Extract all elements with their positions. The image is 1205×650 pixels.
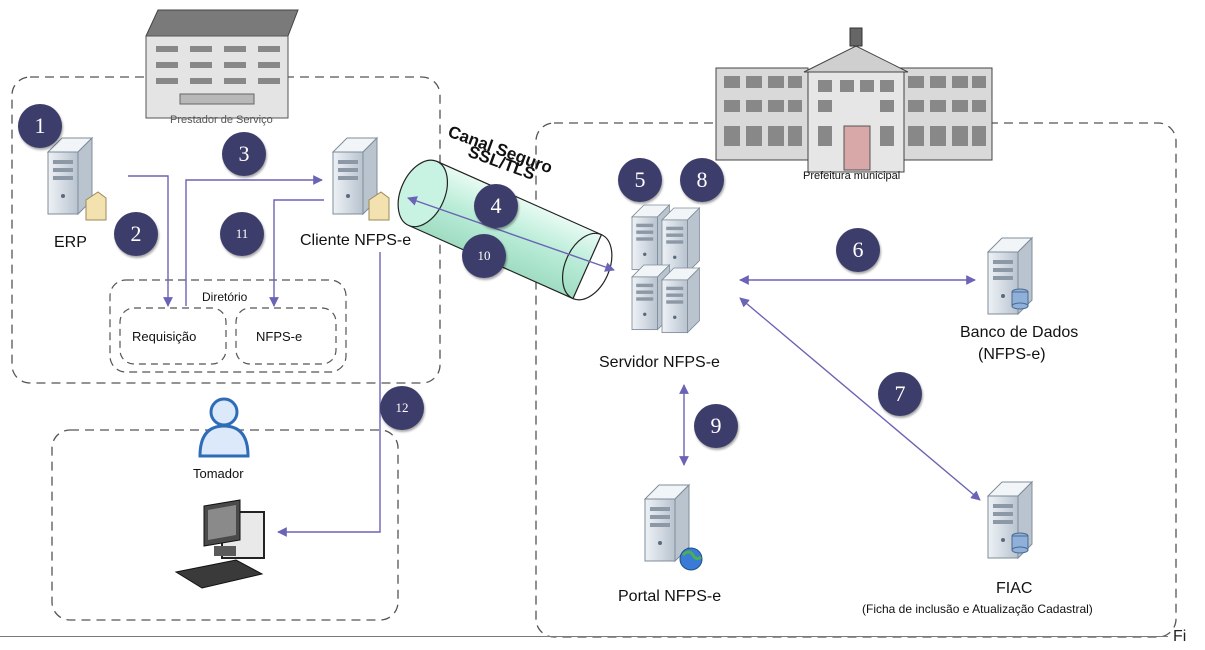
trailing-text: Fi — [1173, 628, 1187, 645]
erp-label: ERP — [54, 234, 87, 251]
bottom-divider — [0, 636, 1168, 637]
step-badge-1: 1 — [18, 104, 62, 148]
step-badge-7: 7 — [878, 372, 922, 416]
server-label: Servidor NFPS-e — [599, 354, 720, 371]
step-badge-9: 9 — [694, 404, 738, 448]
city-hall-building-icon — [715, 27, 993, 173]
step-badge-6: 6 — [836, 228, 880, 272]
portal-label: Portal NFPS-e — [618, 588, 722, 605]
database-label-line2: (NFPS-e) — [978, 346, 1046, 363]
portal-server-icon — [644, 484, 703, 571]
step-badge-11: 11 — [220, 212, 264, 256]
step-badge-5: 5 — [618, 158, 662, 202]
client-to-nfps-arrow — [269, 199, 324, 307]
fiac-server-icon — [987, 481, 1033, 559]
client-to-tomador-arrow — [277, 252, 381, 537]
secure-channel-tube — [397, 159, 613, 301]
step-badge-8: 8 — [680, 158, 724, 202]
client-label: Cliente NFPS-e — [300, 232, 412, 249]
requisicao-to-client-arrow — [185, 175, 323, 306]
tomador-person-icon — [198, 397, 250, 458]
erp-server-icon — [47, 137, 107, 221]
directory-region — [109, 279, 347, 373]
client-server-channel-arrow — [407, 196, 615, 272]
tomador-label: Tomador — [193, 466, 244, 481]
city-hall-label: Prefeitura municipal — [803, 170, 901, 182]
step-badge-12: 12 — [380, 386, 424, 430]
provider-building-icon — [145, 9, 299, 119]
requisicao-box — [119, 307, 227, 365]
fiac-sub-label: (Ficha de inclusão e Atualização Cadastr… — [862, 602, 1093, 616]
step-badge-2: 2 — [114, 212, 158, 256]
nfps-directory-label: NFPS-e — [256, 329, 303, 344]
step-badge-10: 10 — [462, 234, 506, 278]
step-badge-4: 4 — [474, 184, 518, 228]
step-badge-3: 3 — [222, 132, 266, 176]
erp-to-requisicao-arrow — [128, 175, 173, 307]
desktop-computer-icon — [174, 499, 265, 589]
nfps-box — [235, 307, 337, 365]
database-server-icon — [987, 237, 1033, 315]
main-server-icon — [631, 204, 700, 334]
database-label-line1: Banco de Dados — [960, 324, 1079, 341]
requisicao-label: Requisição — [132, 329, 197, 344]
server-fiac-arrow — [739, 297, 981, 501]
client-server-icon — [332, 137, 390, 221]
directory-title: Diretório — [202, 290, 248, 304]
fiac-label: FIAC — [996, 580, 1033, 597]
provider-building-label: Prestador de Serviço — [170, 114, 273, 126]
